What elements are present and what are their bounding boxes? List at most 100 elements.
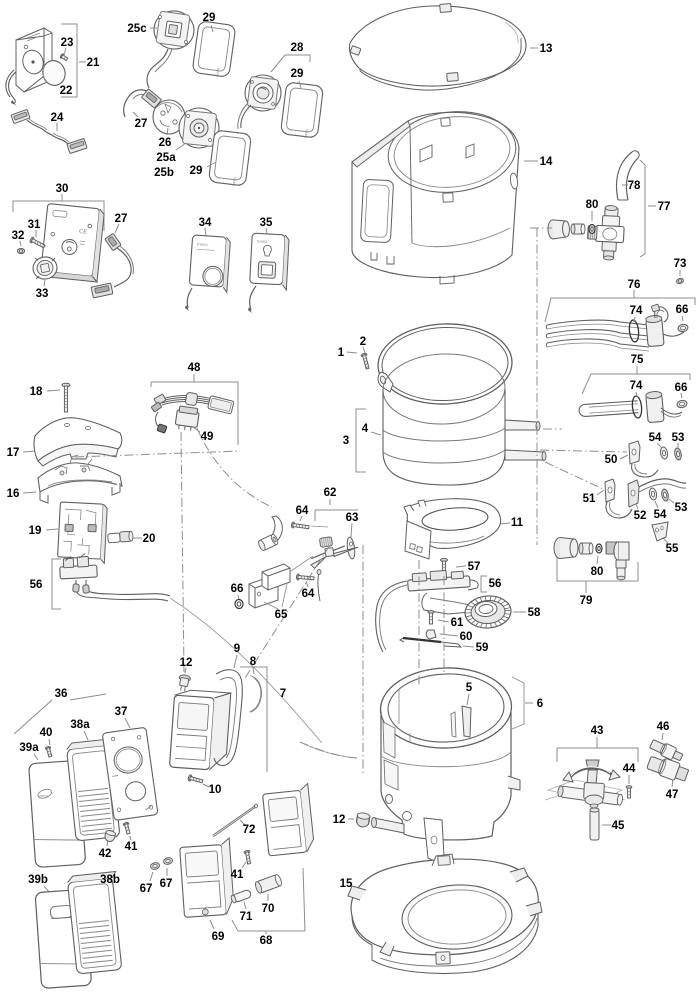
svg-text:39a: 39a xyxy=(19,742,39,754)
svg-text:21: 21 xyxy=(87,57,100,69)
svg-text:69: 69 xyxy=(212,931,225,943)
svg-text:71: 71 xyxy=(240,911,253,923)
svg-text:67: 67 xyxy=(140,883,153,895)
svg-text:80: 80 xyxy=(586,199,599,211)
svg-text:10: 10 xyxy=(209,784,222,796)
svg-text:32: 32 xyxy=(12,230,25,242)
svg-text:28: 28 xyxy=(291,42,304,54)
svg-text:33: 33 xyxy=(36,288,49,300)
svg-text:41: 41 xyxy=(231,869,244,881)
svg-text:55: 55 xyxy=(666,543,679,555)
svg-text:2: 2 xyxy=(360,336,366,348)
svg-text:18: 18 xyxy=(30,386,43,398)
svg-text:1: 1 xyxy=(338,347,345,359)
svg-text:6: 6 xyxy=(537,698,543,710)
svg-text:40: 40 xyxy=(40,727,53,739)
svg-text:80: 80 xyxy=(591,566,604,578)
svg-text:78: 78 xyxy=(628,180,641,192)
svg-text:8: 8 xyxy=(250,656,257,668)
svg-text:70: 70 xyxy=(262,903,275,915)
svg-text:46: 46 xyxy=(657,721,670,733)
svg-text:11: 11 xyxy=(511,517,524,529)
svg-text:53: 53 xyxy=(675,502,688,514)
svg-text:54: 54 xyxy=(649,432,662,444)
svg-text:57: 57 xyxy=(468,561,481,573)
svg-text:29: 29 xyxy=(203,12,216,24)
svg-text:19: 19 xyxy=(29,525,42,537)
svg-text:4: 4 xyxy=(362,423,369,435)
svg-text:43: 43 xyxy=(591,725,604,737)
svg-text:72: 72 xyxy=(243,824,256,836)
svg-text:53: 53 xyxy=(672,432,685,444)
svg-text:5: 5 xyxy=(466,682,473,694)
svg-text:67: 67 xyxy=(160,878,173,890)
svg-text:77: 77 xyxy=(658,201,671,213)
svg-text:12: 12 xyxy=(180,657,193,669)
svg-text:66: 66 xyxy=(675,382,688,394)
svg-text:49: 49 xyxy=(201,431,214,443)
svg-text:CE: CE xyxy=(79,229,88,236)
svg-text:52: 52 xyxy=(634,510,647,522)
svg-text:44: 44 xyxy=(623,763,636,775)
svg-text:56: 56 xyxy=(489,578,502,590)
svg-text:15: 15 xyxy=(340,878,353,890)
svg-text:truma: truma xyxy=(197,241,208,247)
svg-text:29: 29 xyxy=(190,165,203,177)
svg-text:76: 76 xyxy=(628,279,641,291)
svg-text:41: 41 xyxy=(125,841,138,853)
svg-text:14: 14 xyxy=(540,156,553,168)
svg-text:27: 27 xyxy=(115,213,128,225)
svg-text:3: 3 xyxy=(343,435,349,447)
svg-text:42: 42 xyxy=(99,848,112,860)
svg-text:56: 56 xyxy=(30,579,43,591)
svg-text:truma: truma xyxy=(39,792,49,798)
svg-text:51: 51 xyxy=(583,493,596,505)
svg-text:66: 66 xyxy=(676,304,689,316)
svg-text:61: 61 xyxy=(451,617,464,629)
svg-text:7: 7 xyxy=(280,688,286,700)
svg-text:74: 74 xyxy=(630,305,643,317)
svg-text:74: 74 xyxy=(630,380,643,392)
svg-text:31: 31 xyxy=(28,219,41,231)
svg-text:63: 63 xyxy=(346,512,359,524)
svg-text:23: 23 xyxy=(61,37,74,49)
svg-text:37: 37 xyxy=(115,706,128,718)
svg-text:30: 30 xyxy=(56,183,69,195)
svg-text:24: 24 xyxy=(51,112,64,124)
svg-text:25b: 25b xyxy=(154,167,174,179)
svg-text:59: 59 xyxy=(476,642,489,654)
svg-text:17: 17 xyxy=(7,447,20,459)
svg-text:38b: 38b xyxy=(100,874,120,886)
svg-text:64: 64 xyxy=(302,588,315,600)
svg-text:68: 68 xyxy=(260,935,273,947)
svg-text:34: 34 xyxy=(199,217,212,229)
svg-text:16: 16 xyxy=(7,488,20,500)
svg-text:75: 75 xyxy=(631,354,644,366)
svg-text:58: 58 xyxy=(528,607,541,619)
svg-text:48: 48 xyxy=(188,362,201,374)
svg-text:60: 60 xyxy=(460,631,473,643)
svg-text:12: 12 xyxy=(333,814,346,826)
svg-text:39b: 39b xyxy=(28,874,48,886)
svg-text:9: 9 xyxy=(234,643,240,655)
svg-text:54: 54 xyxy=(654,509,667,521)
svg-text:66: 66 xyxy=(231,583,244,595)
svg-text:35: 35 xyxy=(260,217,273,229)
svg-text:65: 65 xyxy=(275,609,288,621)
svg-text:50: 50 xyxy=(605,454,618,466)
svg-text:45: 45 xyxy=(612,820,625,832)
svg-text:13: 13 xyxy=(540,43,553,55)
svg-text:38a: 38a xyxy=(70,719,90,731)
svg-text:73: 73 xyxy=(674,258,687,270)
svg-text:36: 36 xyxy=(55,688,68,700)
svg-text:79: 79 xyxy=(580,595,593,607)
svg-text:27: 27 xyxy=(135,118,148,130)
svg-text:62: 62 xyxy=(324,487,337,499)
svg-text:29: 29 xyxy=(291,68,304,80)
svg-text:26: 26 xyxy=(159,137,172,149)
svg-text:47: 47 xyxy=(666,789,679,801)
svg-text:20: 20 xyxy=(143,533,156,545)
svg-text:64: 64 xyxy=(296,505,309,517)
svg-text:25a: 25a xyxy=(156,152,176,164)
svg-text:22: 22 xyxy=(60,85,73,97)
